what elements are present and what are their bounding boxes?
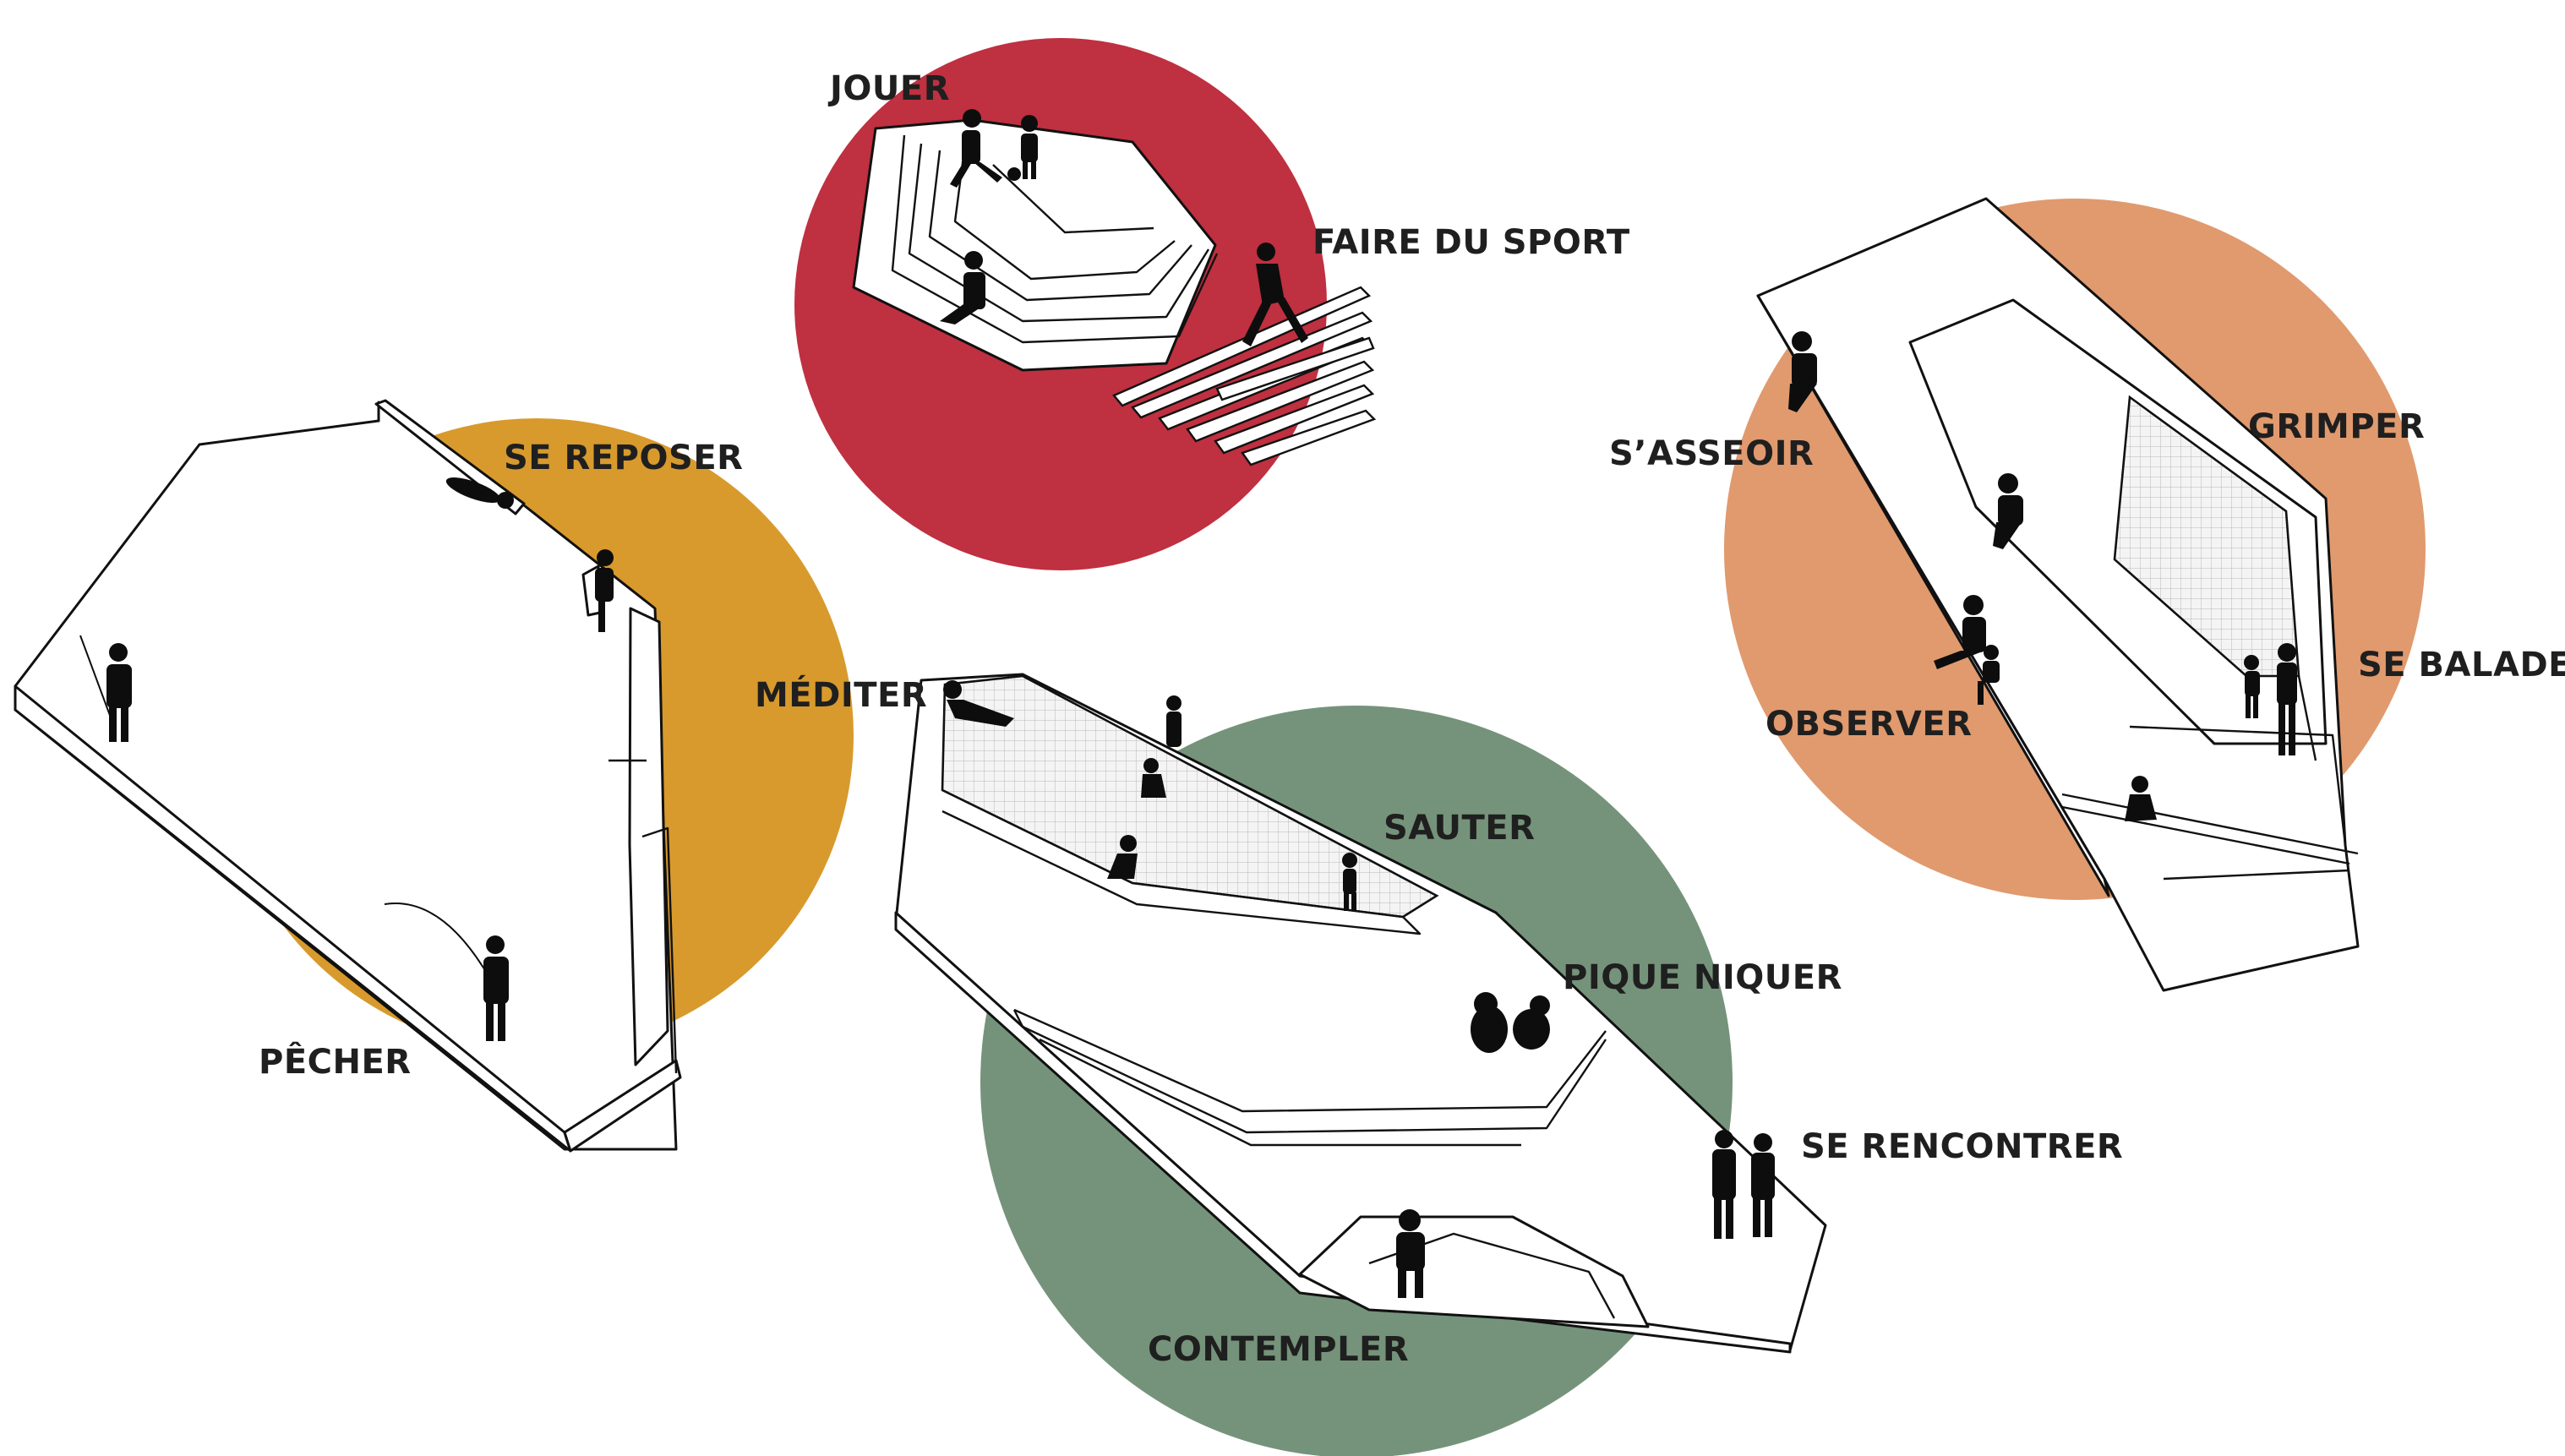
- person-sitting-wall: [595, 549, 614, 632]
- stairs-sport: [1112, 286, 1377, 466]
- person-picnic: [1471, 992, 1550, 1053]
- person-walking-adult: [2277, 643, 2297, 755]
- activity-labels: SE REPOSER PÊCHER JOUER FAIRE DU SPORT M…: [259, 69, 2565, 1369]
- person-lying: [445, 477, 514, 509]
- label-s-asseoir: S’ASSEOIR: [1609, 434, 1814, 473]
- label-se-reposer: SE REPOSER: [504, 439, 743, 477]
- person-contemplating: [1396, 1209, 1425, 1298]
- label-faire-du-sport: FAIRE DU SPORT: [1313, 223, 1630, 262]
- platform-fishing: [14, 399, 682, 1153]
- label-grimper: GRIMPER: [2248, 407, 2425, 446]
- person-meeting-2: [1751, 1133, 1775, 1237]
- person-standing-back: [1166, 695, 1182, 747]
- label-jouer: JOUER: [827, 69, 950, 108]
- label-mediter: MÉDITER: [755, 674, 927, 715]
- person-walking-child: [2244, 655, 2260, 718]
- person-silhouettes: [79, 109, 2297, 1298]
- person-observing-adult: [1934, 595, 1986, 669]
- platform-play: [852, 118, 1219, 372]
- person-kicking: [950, 109, 1002, 188]
- person-sitting-steps: [940, 251, 985, 324]
- person-sitting-edge: [1788, 331, 1817, 412]
- person-climbing-crouch: [2125, 776, 2157, 821]
- label-se-balader: SE BALADER: [2358, 646, 2565, 684]
- label-sauter: SAUTER: [1383, 809, 1535, 848]
- label-pique-niquer: PIQUE NIQUER: [1563, 958, 1842, 997]
- platform-promenade: [1756, 197, 2360, 992]
- person-meeting-1: [1712, 1130, 1736, 1239]
- person-jumping-kid: [1107, 835, 1138, 879]
- person-fishing-1: [79, 635, 132, 742]
- label-pecher: PÊCHER: [259, 1041, 412, 1082]
- person-meditating: [943, 680, 1014, 727]
- person-child-ball: [1007, 115, 1038, 181]
- person-standing-kid: [1342, 853, 1357, 911]
- person-fishing-2: [384, 903, 509, 1041]
- person-sitting-ledge: [1993, 473, 2023, 549]
- label-observer: OBSERVER: [1765, 705, 1973, 744]
- person-running: [1242, 243, 1308, 346]
- label-se-rencontrer: SE RENCONTRER: [1801, 1127, 2123, 1166]
- person-observing-child: [1978, 645, 2000, 705]
- person-crouching: [1141, 758, 1166, 798]
- label-contempler: CONTEMPLER: [1148, 1330, 1409, 1369]
